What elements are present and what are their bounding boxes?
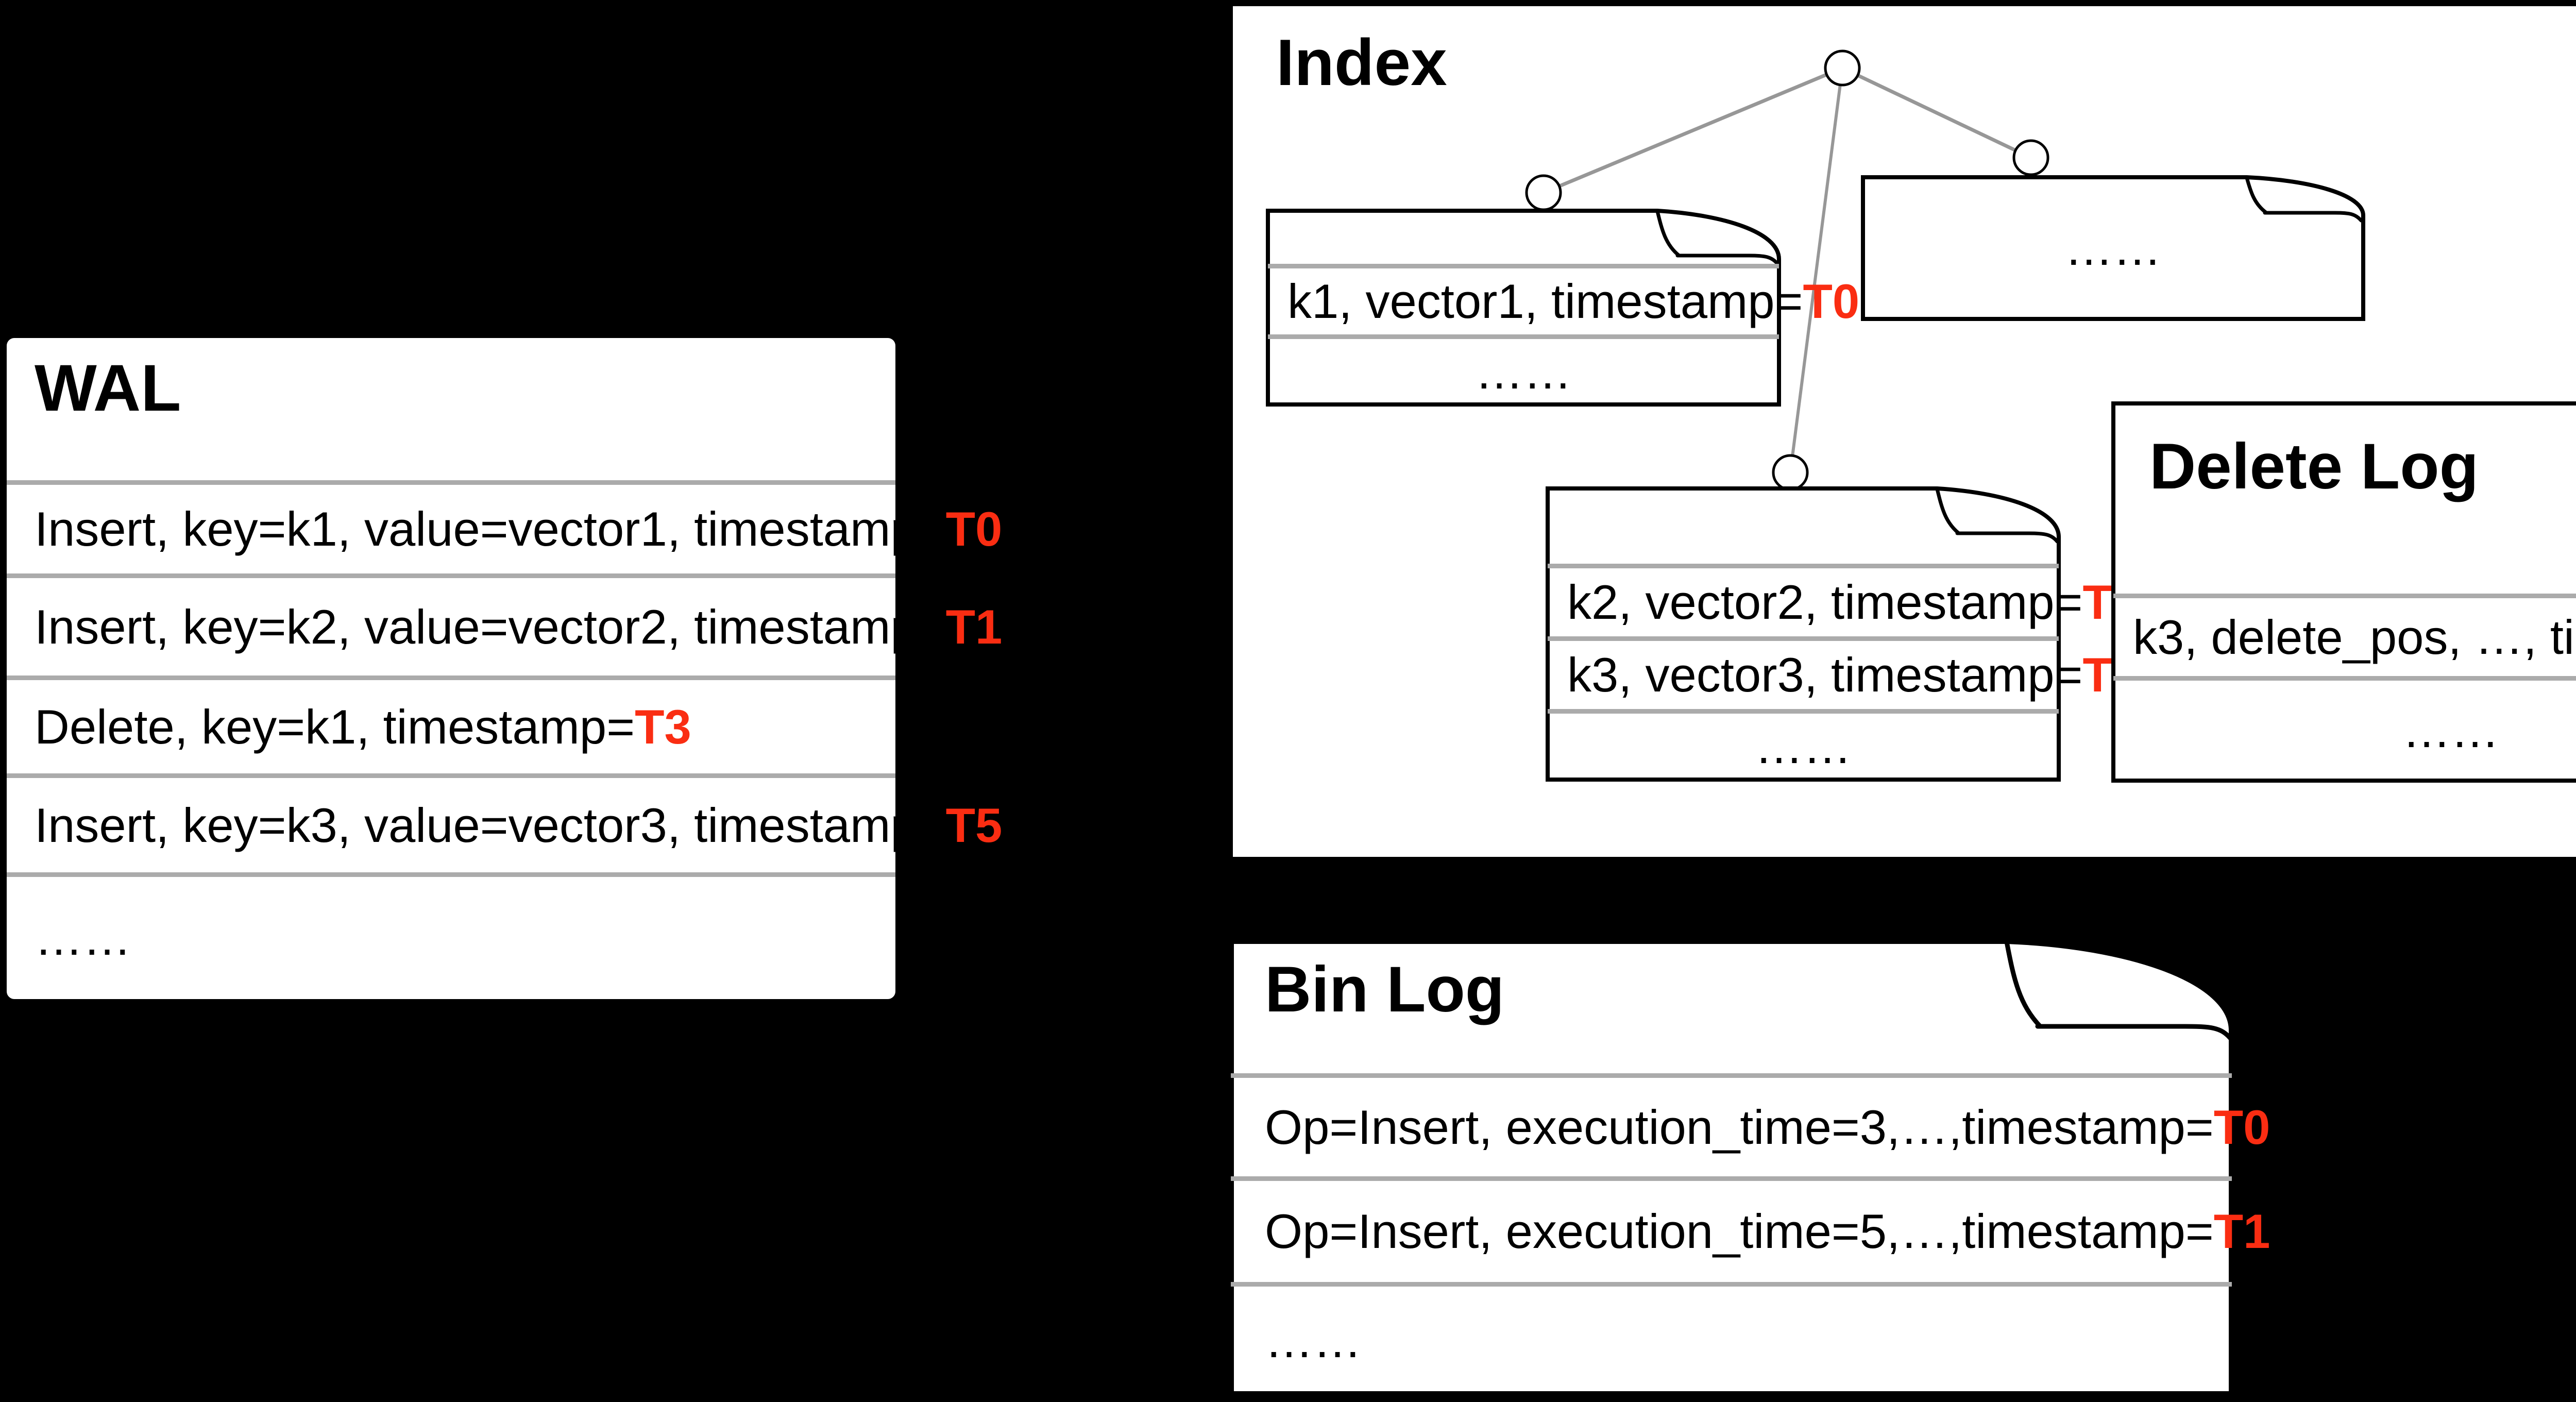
- segment-more-row: ……: [1548, 714, 2059, 780]
- delete-log-file: Delete Log k3, delete_pos, …, timestamp=…: [2111, 401, 2576, 783]
- wal-title: WAL: [35, 351, 181, 425]
- tree-node: [1525, 174, 1562, 211]
- segment-row: k3, vector3, timestamp=T5: [1548, 641, 2139, 709]
- tree-node: [2012, 139, 2049, 176]
- folded-corner: [2004, 939, 2043, 1029]
- segment-row-text: k1, vector1, timestamp=: [1287, 274, 1803, 329]
- document-body: k2, vector2, timestamp=T1 k3, vector3, t…: [1548, 488, 2139, 780]
- index-tree: [1525, 49, 2049, 491]
- wal-row-text: Insert, key=k3, value=vector3, timestamp…: [35, 798, 946, 852]
- document-shape: [1266, 209, 1781, 407]
- bin-log-row-text: Op=Insert, execution_time=5,…,timestamp=: [1265, 1204, 2214, 1259]
- folded-corner: [2245, 176, 2268, 215]
- segment-row: k1, vector1, timestamp=T0: [1268, 268, 1859, 334]
- timestamp-value: T0: [945, 502, 1003, 556]
- folded-corner: [1935, 487, 1961, 535]
- document-shape: [1546, 486, 2061, 782]
- document-outline: [1229, 939, 2234, 1396]
- document-body: Delete Log k3, delete_pos, …, timestamp=…: [2113, 403, 2576, 781]
- folded-corner: [1675, 254, 1780, 266]
- document-outline: [1266, 209, 1781, 407]
- segment-more-row: ……: [1863, 177, 2363, 319]
- folded-corner: [1955, 531, 2059, 544]
- tree-edge: [1841, 66, 2032, 160]
- ellipsis-text: ……: [2402, 703, 2499, 758]
- timestamp-value: T0: [2213, 1100, 2270, 1154]
- document-outline: [1861, 175, 2365, 321]
- ellipsis-text: ……: [1755, 719, 1852, 774]
- wal-row-text: Insert, key=k2, value=vector2, timestamp…: [35, 599, 946, 654]
- index-panel: Index k1, vector1, timestamp=T0 ……: [1233, 6, 2576, 857]
- divider: [1231, 1176, 2232, 1181]
- wal-row-text: Delete, key=k1, timestamp=: [35, 699, 635, 754]
- folded-corner: [1655, 209, 1681, 258]
- wal-row: Insert, key=k2, value=vector2, timestamp…: [7, 578, 1002, 675]
- timestamp-value: T1: [2213, 1204, 2270, 1259]
- document-header: [1268, 211, 1779, 264]
- segment-row-text: k3, vector3, timestamp=: [1567, 648, 2083, 702]
- bin-log-file: Bin Log Op=Insert, execution_time=3,…,ti…: [1229, 939, 2270, 1396]
- divider: [1231, 1073, 2232, 1078]
- divider: [7, 573, 895, 578]
- document-body: Bin Log Op=Insert, execution_time=3,…,ti…: [1231, 941, 2270, 1394]
- divider: [2113, 676, 2576, 681]
- delete-log-row-text: k3, delete_pos, …, timestamp=: [2133, 610, 2576, 664]
- segment-row: k2, vector2, timestamp=T1: [1548, 568, 2139, 636]
- delete-log-more-row: ……: [2113, 681, 2576, 781]
- wal-row: Insert, key=k3, value=vector3, timestamp…: [7, 778, 1002, 872]
- ellipsis-text: ……: [1475, 344, 1572, 399]
- segment-more-row: ……: [1268, 339, 1779, 404]
- divider: [1548, 564, 2059, 568]
- document-header: [1548, 488, 2059, 564]
- wal-row-text: Insert, key=k1, value=vector1, timestamp…: [35, 502, 946, 556]
- divider: [7, 773, 895, 778]
- divider: [7, 872, 895, 877]
- timestamp-value: T1: [945, 599, 1003, 654]
- folded-corner: [2263, 211, 2363, 223]
- wal-panel: WAL Insert, key=k1, value=vector1, times…: [4, 335, 1002, 1002]
- timestamp-value: T0: [1803, 274, 1860, 329]
- wal-more-row: ……: [7, 877, 895, 999]
- bin-log-title: Bin Log: [1265, 954, 1505, 1025]
- index-segment-file-2: ……: [1861, 175, 2365, 321]
- delete-log-row: k3, delete_pos, …, timestamp=T3: [2113, 598, 2576, 676]
- divider: [1268, 334, 1779, 339]
- divider: [1548, 709, 2059, 714]
- divider: [1548, 636, 2059, 641]
- document-outline: [1546, 486, 2061, 782]
- document-shape: [1861, 175, 2365, 321]
- ellipsis-text: ……: [2064, 221, 2162, 275]
- index-segment-file-1: k1, vector1, timestamp=T0 ……: [1266, 209, 1859, 407]
- wal-row: Insert, key=k1, value=vector1, timestamp…: [7, 485, 1002, 573]
- bin-log-row-text: Op=Insert, execution_time=3,…,timestamp=: [1265, 1100, 2214, 1154]
- segment-row-text: k2, vector2, timestamp=: [1567, 575, 2083, 630]
- bin-log-row: Op=Insert, execution_time=3,…,timestamp=…: [1231, 1078, 2270, 1176]
- folded-corner: [2035, 1024, 2233, 1041]
- divider: [7, 480, 895, 485]
- document-shape: [2111, 401, 2576, 783]
- tree-root-node: [1824, 49, 1861, 87]
- ellipsis-text: ……: [35, 910, 131, 965]
- document-body: k1, vector1, timestamp=T0 ……: [1268, 211, 1859, 404]
- wal-row: Delete, key=k1, timestamp=T3: [7, 680, 895, 773]
- index-title: Index: [1276, 26, 1447, 99]
- timestamp-value: T3: [635, 699, 691, 754]
- tree-edge: [1543, 66, 1843, 195]
- divider: [1231, 1282, 2232, 1287]
- divider: [1268, 264, 1779, 268]
- bin-log-row: Op=Insert, execution_time=5,…,timestamp=…: [1231, 1181, 2270, 1282]
- document-outline: [2111, 401, 2576, 783]
- tree-node: [1772, 454, 1809, 491]
- index-segment-file-3: k2, vector2, timestamp=T1 k3, vector3, t…: [1546, 486, 2139, 782]
- ellipsis-text: ……: [1265, 1313, 1362, 1367]
- document-shape: [1229, 939, 2234, 1396]
- timestamp-value: T5: [945, 798, 1003, 852]
- bin-log-more-row: ……: [1231, 1287, 2232, 1394]
- divider: [7, 675, 895, 680]
- divider: [2113, 594, 2576, 598]
- document-body: ……: [1863, 177, 2363, 319]
- tree-edge: [1789, 67, 1844, 473]
- delete-log-title: Delete Log: [2149, 431, 2479, 502]
